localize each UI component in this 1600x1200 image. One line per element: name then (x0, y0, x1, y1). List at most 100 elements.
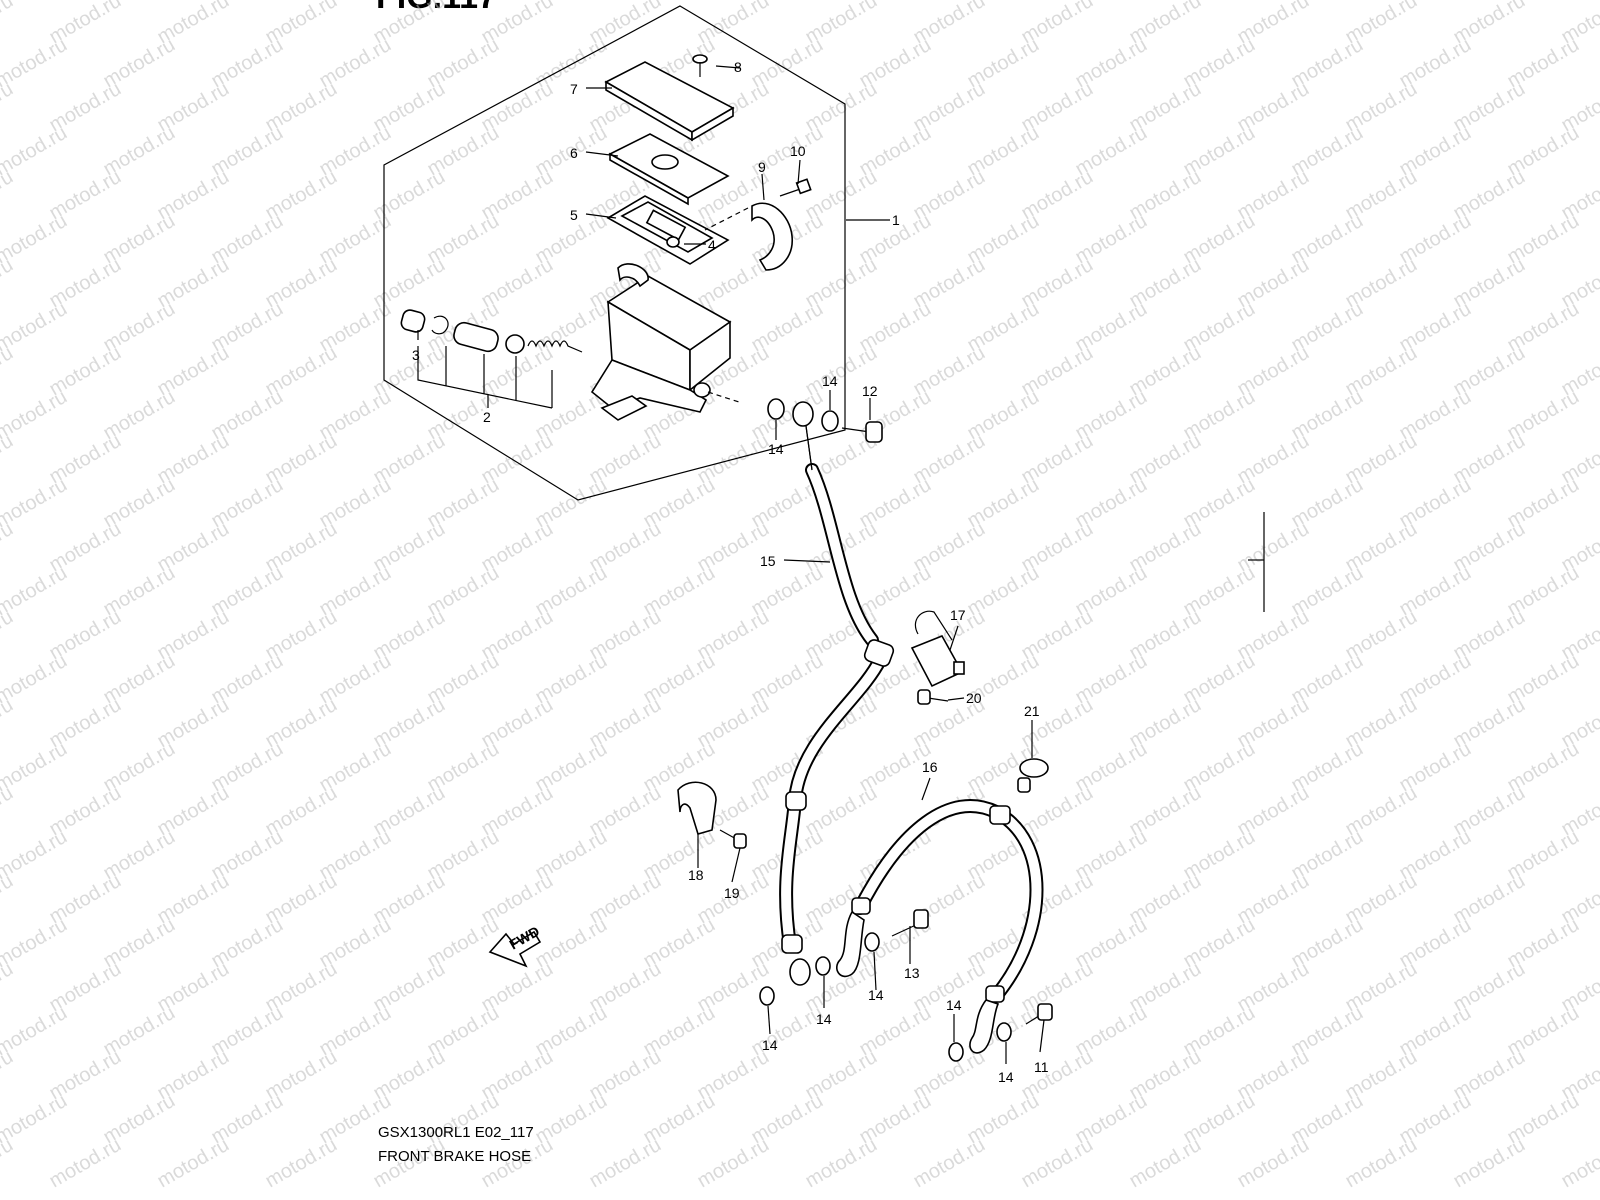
callout-3: 3 (412, 347, 420, 363)
watermark-text: motod.ru (1450, 1134, 1529, 1193)
callout-13: 13 (904, 965, 920, 981)
watermark-text: motod.ru (0, 122, 71, 181)
callout-15: 15 (760, 553, 776, 569)
leader-lines (417, 65, 1045, 1064)
watermark-text: motod.ru (694, 1134, 773, 1193)
callout-14: 14 (868, 987, 884, 1003)
callout-2: 2 (483, 409, 491, 425)
watermark-text: motod.ru (1234, 1134, 1313, 1193)
watermark-text: motod.ru (0, 518, 17, 577)
hose-clip (1017, 758, 1049, 793)
watermark-text: motod.ru (0, 606, 17, 665)
watermark-text: motod.ru (0, 870, 17, 929)
watermark-text: motod.ru (1126, 1134, 1205, 1193)
watermark-text: motod.ru (0, 782, 17, 841)
lower-banjo-fitting (789, 958, 811, 986)
watermark-text: motod.ru (46, 1134, 125, 1193)
watermark-text: motod.ru (910, 1134, 989, 1193)
callout-14: 14 (768, 441, 784, 457)
piston-set (400, 309, 583, 409)
watermark-text: motod.ru (262, 1134, 341, 1193)
watermark-text: motod.ru (0, 298, 71, 357)
callout-20: 20 (966, 690, 982, 706)
diagram-name: FRONT BRAKE HOSE (378, 1148, 532, 1165)
diagram-code: GSX1300RL1 E02_117 (378, 1124, 534, 1141)
callout-14: 14 (998, 1069, 1014, 1085)
diaphragm (606, 195, 730, 265)
callout-10: 10 (790, 143, 806, 159)
small-nut (666, 236, 680, 248)
watermark-text: motod.ru (0, 210, 71, 269)
watermark-text: motod.ru (1558, 1134, 1600, 1193)
watermark-text: motod.ru (0, 166, 17, 225)
watermark-text: motod.ru (0, 342, 17, 401)
callout-19: 19 (724, 885, 740, 901)
master-cylinder-assembly-outline (383, 5, 846, 501)
washer (759, 986, 775, 1006)
hose-clamp (677, 781, 717, 835)
callout-8: 8 (734, 59, 742, 75)
watermark-text: motod.ru (0, 386, 71, 445)
union-bolt-caliper (1025, 1003, 1053, 1025)
watermark-text: motod.ru (0, 34, 71, 93)
watermark-text: motod.ru (0, 914, 71, 973)
washer (821, 410, 839, 432)
union-bolt-caliper-hose (891, 909, 929, 937)
callout-6: 6 (570, 145, 578, 161)
watermark-text: motod.ru (0, 0, 17, 48)
holder-bolt (779, 178, 812, 197)
callout-labels: 1 2 3 4 5 6 7 8 9 10 11 12 13 14 14 14 1… (412, 59, 1049, 1085)
callout-18: 18 (688, 867, 704, 883)
watermark-text: motod.ru (1342, 1134, 1421, 1193)
watermark-text: motod.ru (0, 430, 17, 489)
washer (815, 956, 831, 976)
washer (948, 1042, 964, 1062)
callout-7: 7 (570, 81, 578, 97)
callout-5: 5 (570, 207, 578, 223)
washer (996, 1022, 1012, 1042)
watermark-text: motod.ru (0, 1134, 17, 1193)
callout-21: 21 (1024, 703, 1040, 719)
watermark-text: motod.ru (0, 1046, 17, 1105)
callout-12: 12 (862, 383, 878, 399)
callout-14: 14 (946, 997, 962, 1013)
washer (767, 398, 785, 420)
callout-14: 14 (816, 1011, 832, 1027)
union-bolt-upper (841, 421, 883, 443)
watermark-text: motod.ru (0, 650, 71, 709)
clamp-bolt (719, 829, 747, 849)
callout-17: 17 (950, 607, 966, 623)
watermark-text: motod.ru (0, 474, 71, 533)
watermark-text: motod.ru (0, 1002, 71, 1061)
washer (864, 932, 880, 952)
watermark-text: motod.ru (0, 78, 17, 137)
cap-screw (692, 54, 708, 77)
callout-14: 14 (762, 1037, 778, 1053)
watermark-text: motod.ru (0, 694, 17, 753)
watermark-text: motod.ru (586, 1134, 665, 1193)
hose-bracket (910, 610, 965, 688)
upper-banjo-fitting (792, 401, 814, 471)
figure-title: FIG.117 (376, 0, 497, 17)
watermark-text: motod.ru (802, 1134, 881, 1193)
bracket-bolt (917, 689, 949, 705)
callout-4: 4 (708, 237, 716, 253)
watermark-text: motod.ru (0, 958, 17, 1017)
handlebar-holder (704, 202, 793, 271)
watermark-text: motod.ru (0, 1090, 71, 1149)
callout-1: 1 (892, 212, 900, 228)
callout-11: 11 (1034, 1059, 1049, 1075)
watermark-text: motod.ru (1018, 1134, 1097, 1193)
callout-9: 9 (758, 159, 766, 175)
watermark-text: motod.ru (0, 254, 17, 313)
diaphragm-plate (608, 133, 730, 206)
reservoir-cap (604, 61, 735, 142)
watermark-text: motod.ru (0, 562, 71, 621)
watermark-text: motod.ru (154, 1134, 233, 1193)
callout-16: 16 (922, 759, 938, 775)
watermark-text: motod.ru (0, 826, 71, 885)
callout-14: 14 (822, 373, 838, 389)
master-cylinder-body (590, 263, 743, 421)
